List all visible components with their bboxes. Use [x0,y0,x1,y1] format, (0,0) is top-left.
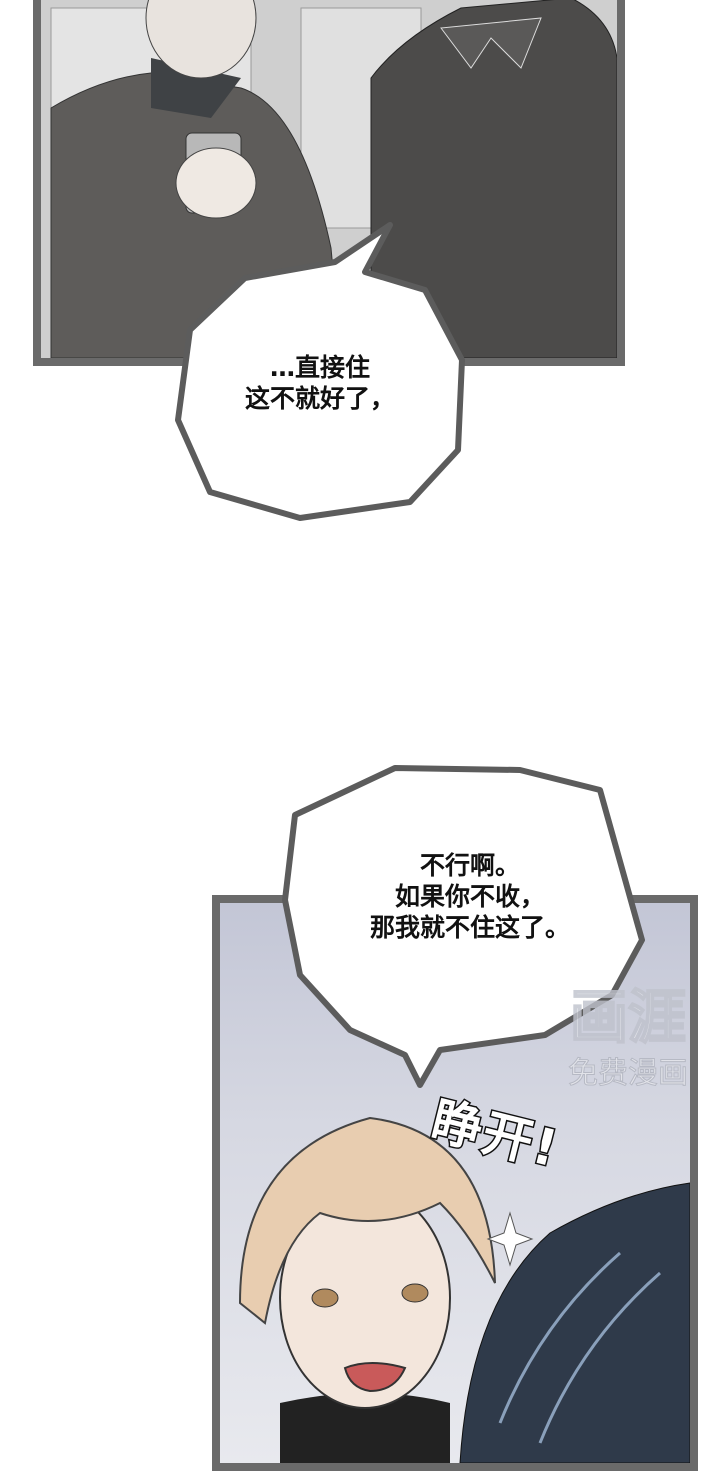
watermark-subtitle: 免费漫画 [568,1056,689,1092]
speech-bubble-1: …直接住 这不就好了， [200,352,440,414]
bubble-1-line-2: 这不就好了， [244,384,395,413]
bubble-1-line-1: …直接住 [269,353,370,382]
bubble-2-line-3: 那我就不住这了。 [369,913,570,942]
panel-2-art [238,1116,690,1463]
speech-bubble-1-shape [175,222,465,521]
watermark-logo: 画涯 [569,982,687,1052]
comic-panel-1 [33,0,625,366]
bubble-2-line-1: 不行啊。 [419,851,520,880]
panel-1-art [41,0,617,358]
speech-bubble-2: 不行啊。 如果你不收， 那我就不住这了。 [320,850,620,943]
watermark: 画涯 免费漫画 [548,982,708,1096]
bubble-2-line-2: 如果你不收， [394,882,545,911]
